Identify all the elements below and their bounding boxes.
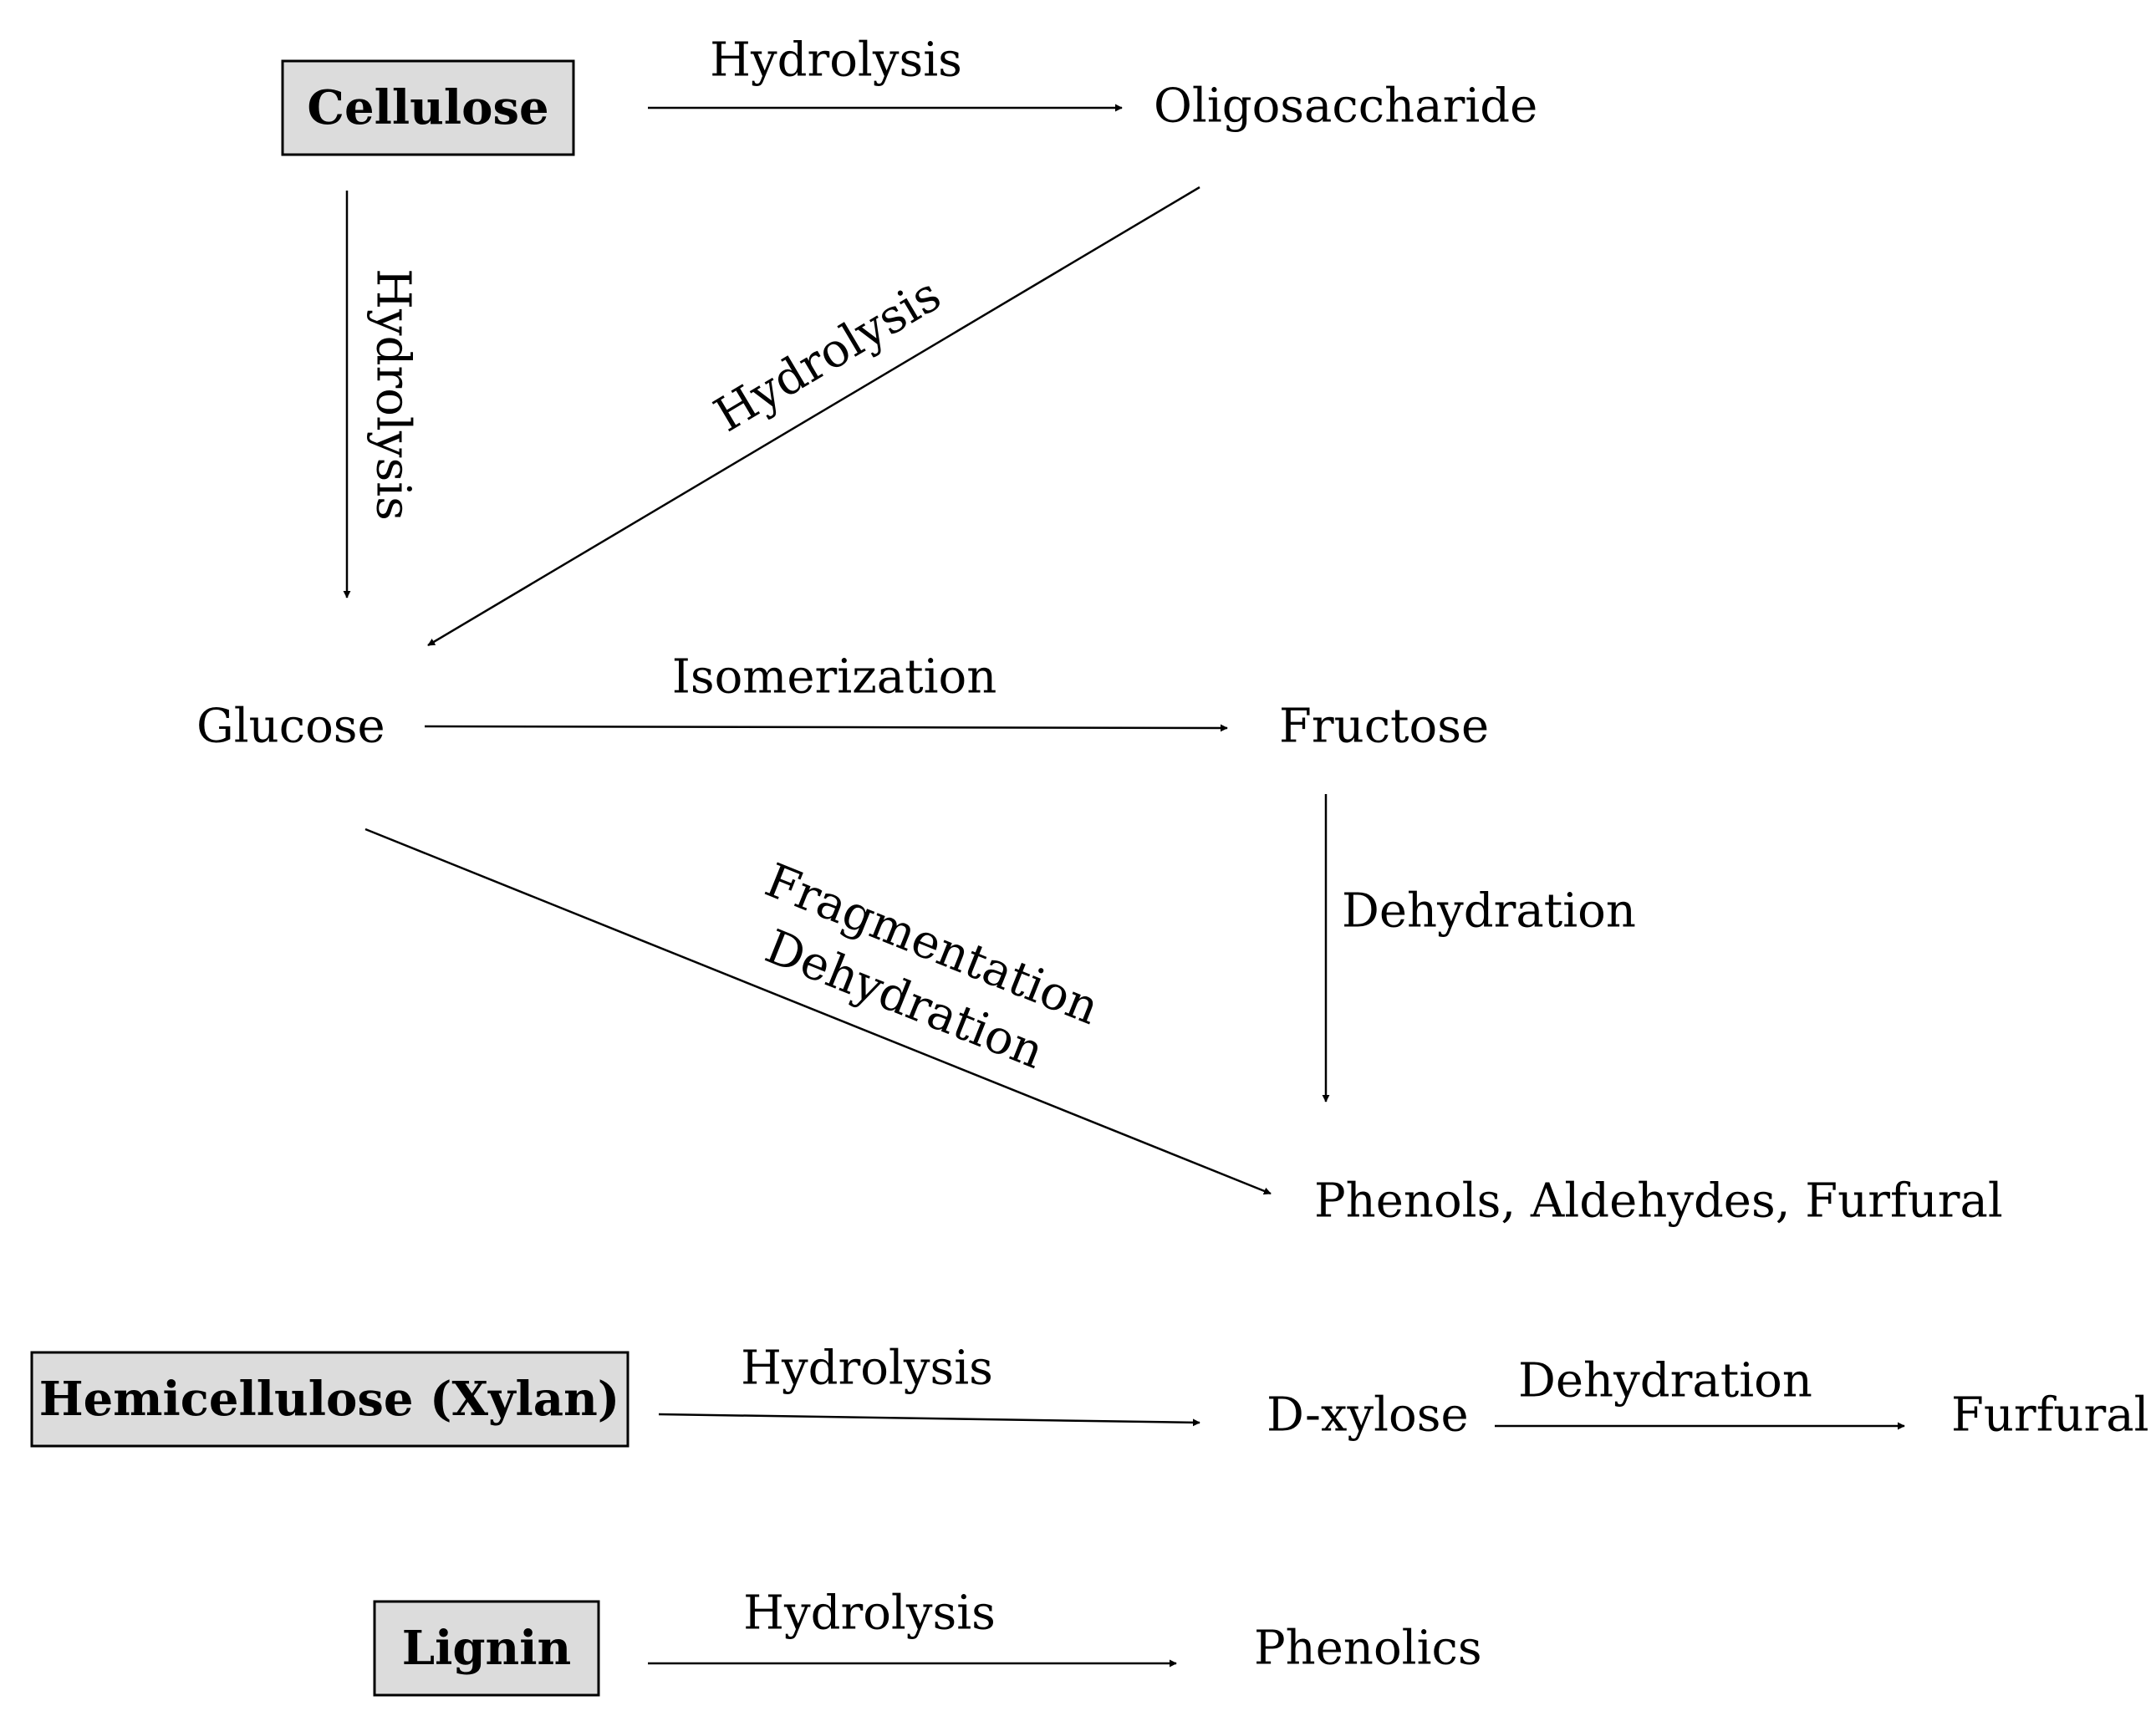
hemicellulose-box: [30, 1351, 629, 1448]
furfural-node: Furfural: [1951, 1388, 2149, 1443]
lignin-box: [373, 1600, 600, 1697]
arrow-glucose-phenols: [364, 827, 1272, 1195]
label-cellulose-oligosaccharide: Hydrolysis: [710, 33, 962, 88]
hemicellulose-node: Hemicellulose (Xylan): [30, 1351, 629, 1448]
cellulose-node: Cellulose: [281, 59, 575, 156]
hemicellulose-label: Hemicellulose (Xylan): [39, 1372, 620, 1427]
edge-hemicellulose-dxylose: Hydrolysis: [658, 1342, 1200, 1427]
edge-cellulose-glucose: Hydrolysis: [343, 191, 420, 598]
label-fructose-phenols: Dehydration: [1342, 884, 1636, 939]
edge-glucose-fructose: Isomerization: [424, 650, 1228, 732]
lignin-label: Lignin: [402, 1621, 572, 1676]
edge-fructose-phenols: Dehydration: [1322, 794, 1636, 1102]
label-oligosaccharide-glucose: Hydrolysis: [706, 267, 951, 443]
cellulose-label: Cellulose: [307, 80, 548, 135]
phenols-aldehydes-furfural-node: Phenols, Aldehydes, Furfural: [1314, 1174, 2003, 1229]
arrow-glucose-fructose: [424, 724, 1228, 732]
phenolics-node: Phenolics: [1254, 1622, 1482, 1676]
arrow-hemicellulose-dxylose: [658, 1413, 1200, 1427]
glucose-node: Glucose: [196, 700, 385, 754]
d-xylose-node: D-xylose: [1267, 1388, 1469, 1443]
arrow-oligosaccharide-glucose: [427, 186, 1200, 647]
edge-lignin-phenolics: Hydrolysis: [648, 1586, 1177, 1668]
label-dxylose-furfural: Dehydration: [1518, 1354, 1812, 1408]
label-cellulose-glucose: Hydrolysis: [366, 268, 420, 521]
cellulose-box: [281, 59, 575, 156]
label-lignin-phenolics: Hydrolysis: [743, 1586, 996, 1641]
edge-cellulose-oligosaccharide: Hydrolysis: [648, 33, 1123, 112]
oligosaccharide-node: Oligosaccharide: [1154, 79, 1537, 134]
fructose-node: Fructose: [1279, 700, 1489, 754]
edge-oligosaccharide-glucose: Hydrolysis: [427, 186, 1200, 647]
label-glucose-fructose: Isomerization: [672, 650, 997, 705]
edge-dxylose-furfural: Dehydration: [1495, 1354, 1905, 1430]
lignin-node: Lignin: [373, 1600, 600, 1697]
label-hemicellulose-dxylose: Hydrolysis: [741, 1342, 993, 1396]
edge-glucose-phenols: Fragmentation Dehydration: [364, 827, 1272, 1195]
